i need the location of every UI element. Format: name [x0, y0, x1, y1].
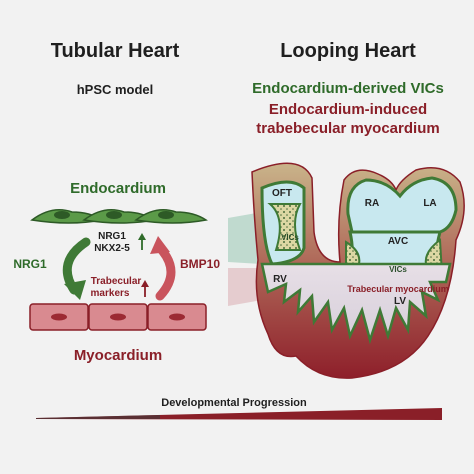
endocardium-label: Endocardium [70, 180, 166, 197]
looping-heart: OFT RA LA AVC VICs VICs RV Trabecular my… [251, 162, 465, 379]
gene-nrg1: NRG1 [98, 231, 126, 242]
signal-nrg1: NRG1 [13, 257, 47, 271]
atria-lumen [346, 176, 458, 234]
progression-wedge-tail [36, 415, 160, 419]
trab-markers-line2: markers [91, 288, 130, 299]
endocardial-cells [30, 209, 208, 224]
label-ra: RA [365, 198, 379, 209]
label-lv: LV [394, 296, 406, 307]
title-tubular-heart: Tubular Heart [51, 40, 180, 62]
myocardial-cells [29, 303, 207, 331]
signal-bmp10: BMP10 [180, 257, 220, 271]
trab-header-line1: Endocardium-induced [269, 101, 427, 118]
trab-header-line2: trabebecular myocardium [256, 120, 439, 137]
myocardium-label: Myocardium [74, 347, 162, 364]
projection-endocardium [228, 212, 262, 264]
vics-header: Endocardium-derived VICs [252, 80, 444, 97]
hpsc-model-label: hPSC model [77, 82, 154, 97]
label-vics-oft: VICs [281, 233, 299, 242]
up-arrow-red-icon [141, 280, 149, 297]
label-vics-avc: VICs [389, 265, 407, 274]
projection-myocardium [228, 268, 262, 306]
up-arrow-green-icon [138, 233, 146, 250]
bmp10-arrow [150, 236, 176, 301]
title-looping-heart: Looping Heart [280, 40, 416, 62]
label-oft: OFT [272, 188, 292, 199]
label-trabecular-myocardium: Trabecular myocardium [347, 284, 449, 294]
nrg1-arrow [62, 237, 91, 300]
label-avc: AVC [388, 236, 408, 247]
label-rv: RV [273, 274, 287, 285]
developmental-progression-label: Developmental Progression [161, 397, 307, 409]
label-la: LA [423, 198, 436, 209]
gene-nkx2-5: NKX2-5 [94, 243, 130, 254]
oft-vic-cushion [267, 203, 302, 251]
trab-markers-line1: Trabecular [91, 276, 142, 287]
ventricle-lumen [260, 262, 452, 345]
